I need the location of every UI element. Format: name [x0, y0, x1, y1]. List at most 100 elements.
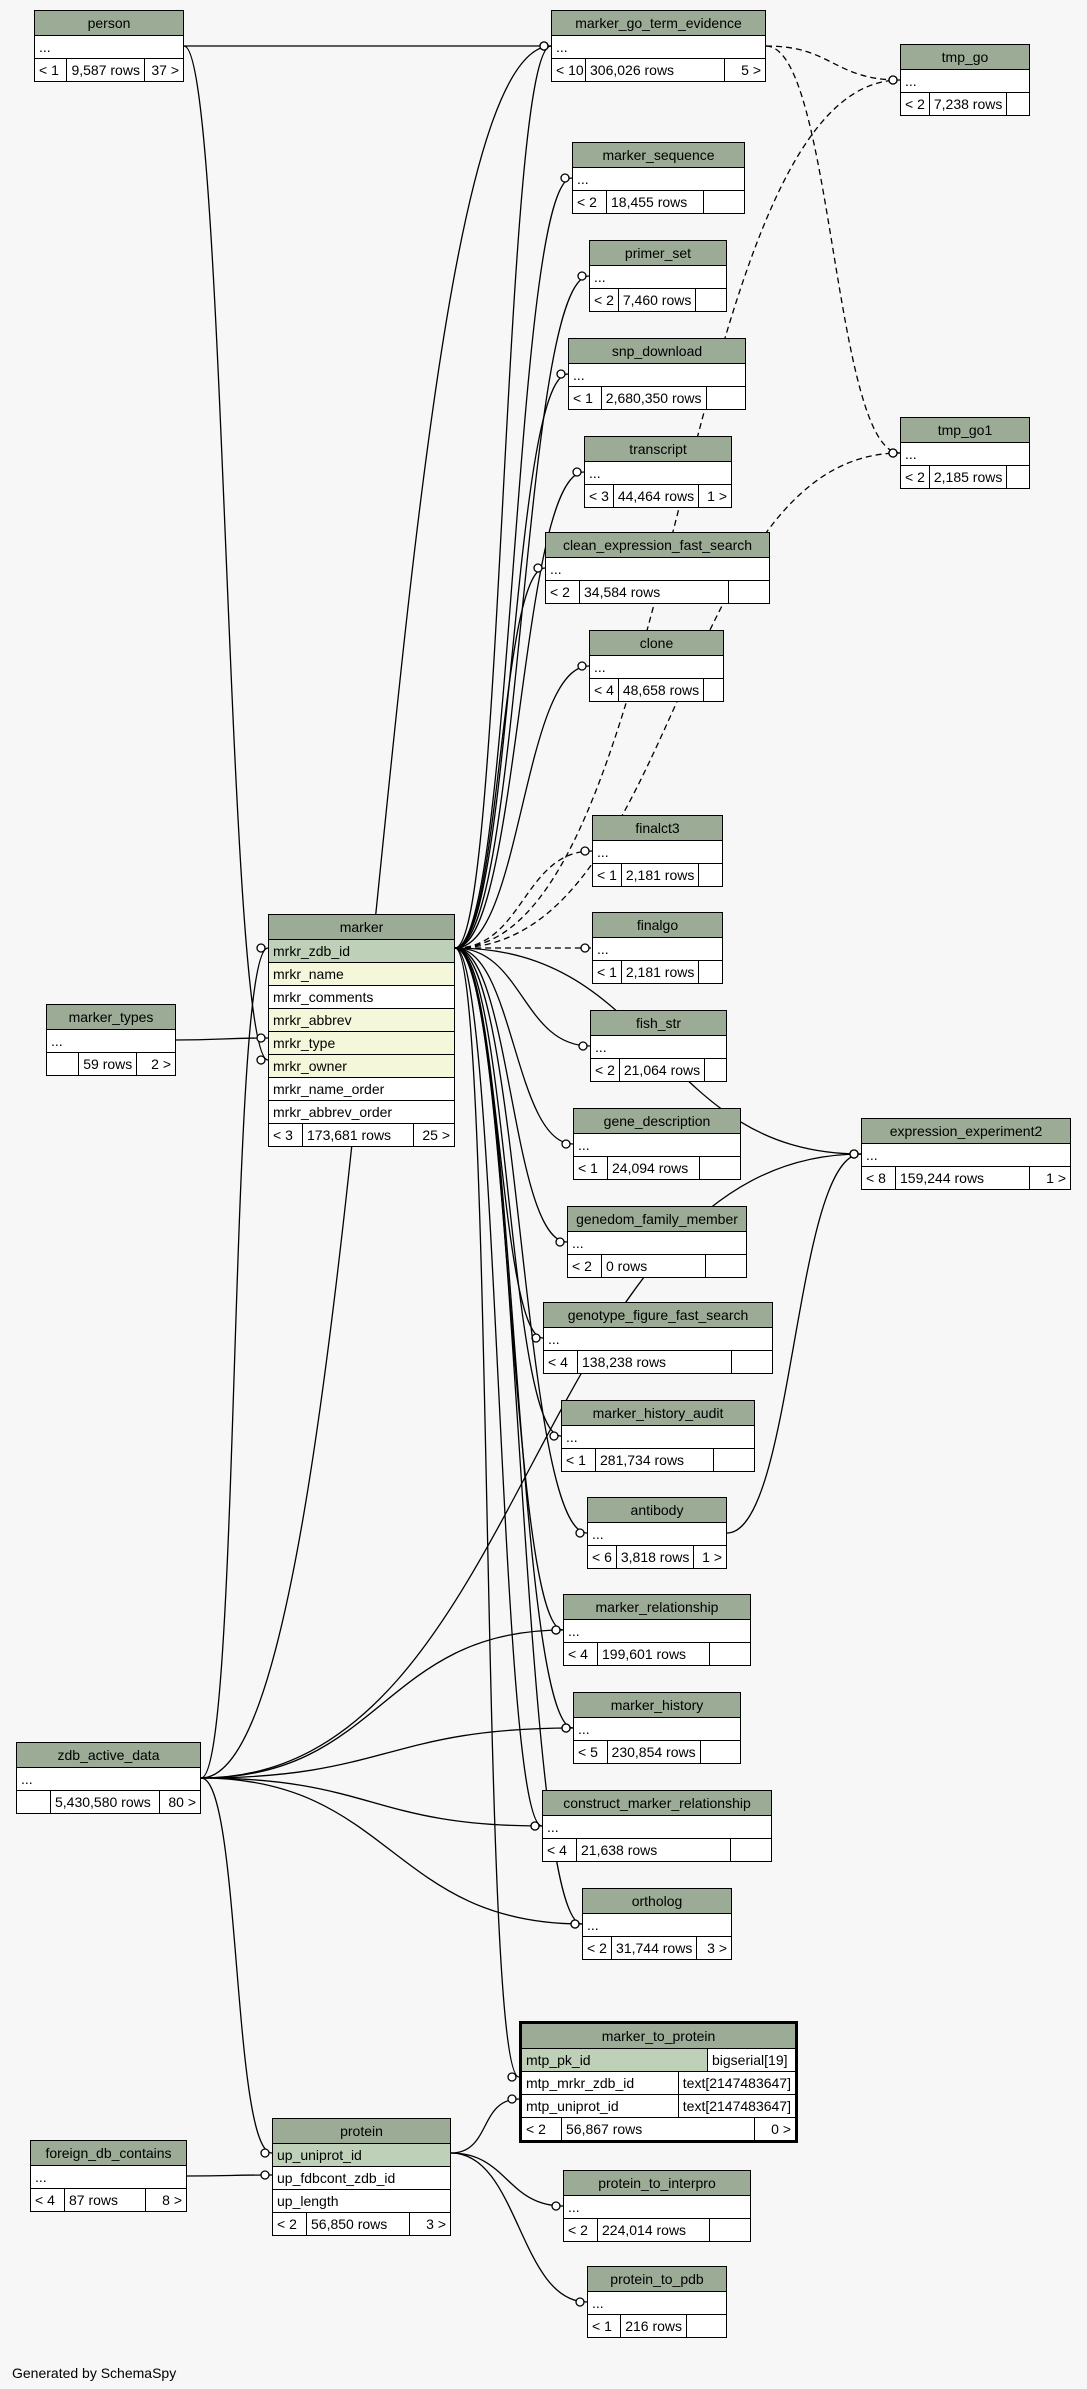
children-count — [707, 387, 745, 409]
column-row: ... — [862, 1144, 1070, 1167]
parents-count: < 2 — [522, 2118, 562, 2140]
column-row: ... — [47, 1030, 175, 1053]
table-title: marker_to_protein — [522, 2024, 795, 2049]
column-row: ... — [901, 70, 1029, 93]
row-count: 56,850 rows — [307, 2213, 410, 2235]
edge-marker-transcript — [454, 471, 585, 949]
table-title: marker_relationship — [564, 1595, 750, 1620]
cardinality-marker — [561, 1139, 571, 1149]
table-title: protein_to_interpro — [564, 2171, 750, 2196]
column-row: ... — [573, 168, 744, 191]
edge-marker-antibody — [454, 947, 588, 1534]
children-count: 1 > — [1046, 1170, 1066, 1186]
edge-marker-clone — [454, 665, 590, 949]
edge-marker-finalct3 — [454, 850, 593, 949]
column-row: ... — [17, 1768, 200, 1791]
edge-zdb-go-term — [200, 45, 552, 1779]
children-count: 0 > — [771, 2121, 791, 2137]
parents-count: < 1 — [35, 59, 68, 81]
children-count — [696, 289, 726, 311]
row-count: 0 rows — [602, 1255, 706, 1277]
children-count — [687, 2315, 726, 2337]
children-count — [699, 864, 722, 886]
table-title: zdb_active_data — [17, 1743, 200, 1768]
children-count — [701, 1741, 740, 1763]
column-row: ... — [590, 656, 723, 679]
edge-protein-pdb — [450, 2152, 588, 2303]
table-title: gene_description — [574, 1109, 740, 1134]
column-row: ... — [901, 443, 1029, 466]
row-count: 21,064 rows — [620, 1059, 706, 1081]
children-count — [706, 1255, 746, 1277]
cardinality-marker — [256, 943, 266, 953]
column-name: mtp_mrkr_zdb_id — [522, 2072, 679, 2094]
children-count: 3 > — [426, 2216, 446, 2232]
cardinality-marker — [575, 2297, 585, 2307]
edge-person-marker-owner — [183, 45, 269, 1061]
cardinality-marker — [551, 1625, 561, 1635]
column-row: up_uniprot_id — [273, 2144, 450, 2167]
column-name: mtp_uniprot_id — [522, 2095, 679, 2117]
row-count: 2,181 rows — [622, 864, 700, 886]
parents-count: < 2 — [901, 466, 930, 488]
row-count: 44,464 rows — [614, 485, 700, 507]
parents-count: < 1 — [569, 387, 602, 409]
edge-go-term-tmp-go — [765, 45, 901, 81]
table-title: fish_str — [591, 1011, 726, 1036]
children-count: 80 > — [168, 1794, 196, 1810]
column-type: text[2147483647] — [682, 2075, 791, 2091]
parents-count: < 4 — [31, 2189, 65, 2211]
cardinality-marker — [556, 369, 566, 379]
edge-marker-marker-history-audit — [454, 947, 562, 1437]
table-title: protein — [273, 2119, 450, 2144]
children-count — [732, 1351, 772, 1373]
edge-antibody-expression-experiment2 — [726, 1153, 862, 1534]
children-count — [700, 1157, 740, 1179]
children-count — [705, 1059, 726, 1081]
cardinality-marker — [256, 1033, 266, 1043]
children-count: 2 > — [151, 1056, 171, 1072]
column-row: mrkr_comments — [269, 986, 454, 1009]
